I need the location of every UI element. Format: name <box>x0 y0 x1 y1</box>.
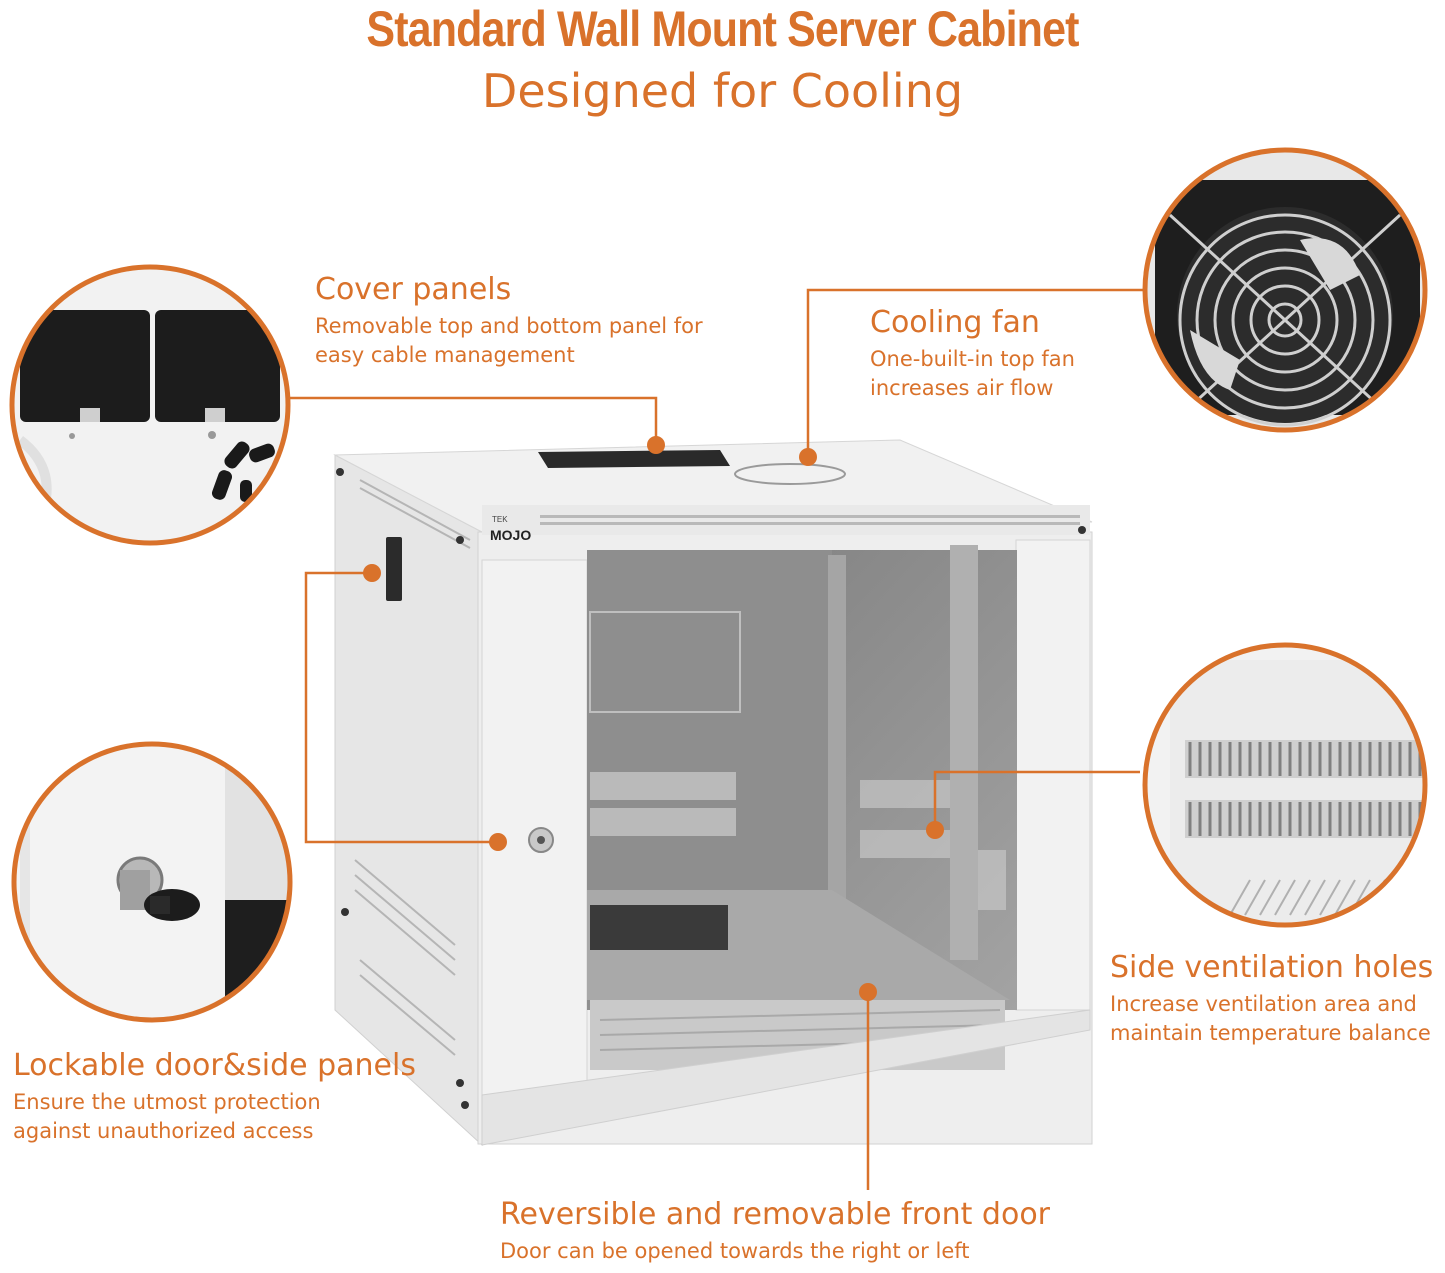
feature-line: easy cable management <box>315 343 575 367</box>
feature-heading: Cooling fan <box>870 305 1040 340</box>
feature-line: maintain temperature balance <box>1110 1021 1431 1045</box>
feature-line: against unauthorized access <box>13 1119 314 1143</box>
feature-line: Door can be opened towards the right or … <box>500 1239 970 1263</box>
callout-lines <box>290 288 1145 1190</box>
feature-description: Removable top and bottom panel for easy … <box>315 312 703 370</box>
feature-description: One-built-in top fan increases air flow <box>870 345 1075 403</box>
callout-dots <box>363 436 944 1001</box>
brand-small-text: TEK <box>492 515 508 524</box>
feature-line: One-built-in top fan <box>870 347 1075 371</box>
feature-line: increases air flow <box>870 376 1054 400</box>
feature-line: Increase ventilation area and <box>1110 992 1417 1016</box>
feature-cover-panels: Cover panels Removable top and bottom pa… <box>315 272 703 370</box>
feature-line: Removable top and bottom panel for <box>315 314 703 338</box>
feature-heading: Cover panels <box>315 272 512 307</box>
feature-heading: Side ventilation holes <box>1110 950 1434 985</box>
feature-cooling-fan: Cooling fan One-built-in top fan increas… <box>870 305 1075 403</box>
feature-heading: Lockable door&side panels <box>13 1048 416 1083</box>
brand-logo-text: MOJO <box>490 527 531 543</box>
feature-description: Ensure the utmost protection against una… <box>13 1088 416 1146</box>
feature-heading: Reversible and removable front door <box>500 1197 1051 1232</box>
page-subtitle: Designed for Cooling <box>481 64 964 118</box>
server-cabinet <box>333 439 1093 1147</box>
feature-description: Door can be opened towards the right or … <box>500 1237 1050 1266</box>
side-vent-detail <box>1142 642 1428 928</box>
lock-detail <box>11 741 293 1023</box>
feature-side-vent: Side ventilation holes Increase ventilat… <box>1110 950 1433 1048</box>
feature-front-door: Reversible and removable front door Door… <box>500 1197 1050 1266</box>
feature-description: Increase ventilation area and maintain t… <box>1110 990 1433 1048</box>
cover-panels-detail <box>9 264 291 546</box>
feature-line: Ensure the utmost protection <box>13 1090 321 1114</box>
feature-lockable: Lockable door&side panels Ensure the utm… <box>13 1048 416 1146</box>
cooling-fan-detail <box>1142 147 1428 433</box>
page-title: Standard Wall Mount Server Cabinet <box>366 1 1079 57</box>
